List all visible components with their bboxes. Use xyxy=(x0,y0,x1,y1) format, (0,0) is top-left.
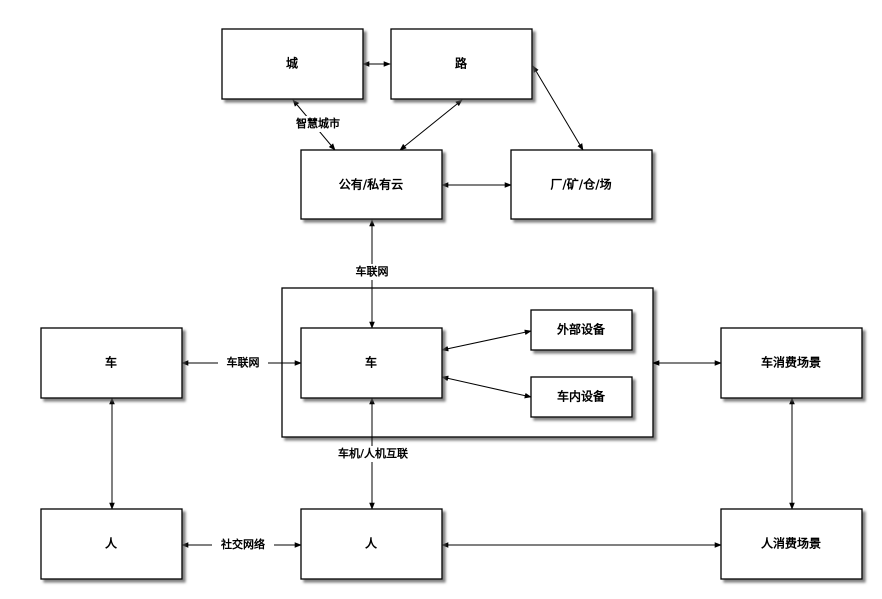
node-factory: 厂/矿/仓/场 xyxy=(510,149,653,220)
node-external-device: 外部设备 xyxy=(530,309,633,351)
node-car-center: 车 xyxy=(300,327,443,399)
svg-text:车内设备: 车内设备 xyxy=(557,389,606,404)
node-road: 路 xyxy=(390,28,533,100)
edge-label-iov-horizontal: 车联网 xyxy=(227,355,260,369)
edge-label-smart-city: 智慧城市 xyxy=(296,116,340,130)
svg-text:公有/私有云: 公有/私有云 xyxy=(339,177,403,192)
node-person-consumer-scene: 人消费场景 xyxy=(720,508,863,580)
edge-road-factory xyxy=(532,65,584,151)
edge-label-hmi: 车机/人机互联 xyxy=(338,446,408,460)
svg-text:车消费场景: 车消费场景 xyxy=(761,355,821,370)
edge-label-social-network: 社交网络 xyxy=(220,537,265,551)
node-person-left: 人 xyxy=(40,508,183,580)
edge-road-cloud xyxy=(399,99,463,151)
node-in-car-device: 车内设备 xyxy=(530,376,633,418)
nodes: 城 路 公有/私有云 厂/矿/仓/场 车 车 外部设备 车内设备 xyxy=(40,28,863,580)
node-car-consumer-scene: 车消费场景 xyxy=(720,327,863,399)
svg-text:城: 城 xyxy=(286,56,298,71)
edge-labels: 智慧城市 车联网 车联网 车机/人机互联 社交网络 xyxy=(212,116,418,553)
svg-text:车: 车 xyxy=(365,355,377,370)
edges xyxy=(109,61,795,548)
node-person-center: 人 xyxy=(300,508,443,580)
edge-car-external-device xyxy=(441,329,532,352)
svg-text:厂/矿/仓/场: 厂/矿/仓/场 xyxy=(550,177,611,192)
svg-text:人消费场景: 人消费场景 xyxy=(761,536,821,551)
node-cloud: 公有/私有云 xyxy=(300,149,443,220)
svg-text:路: 路 xyxy=(455,56,468,71)
edge-label-iov-vertical: 车联网 xyxy=(356,264,389,278)
node-car-left: 车 xyxy=(40,327,183,399)
svg-text:车: 车 xyxy=(105,355,117,370)
svg-text:人: 人 xyxy=(105,536,118,551)
svg-text:人: 人 xyxy=(365,536,378,551)
edge-car-in-car-device xyxy=(441,375,532,399)
node-city: 城 xyxy=(221,28,364,100)
svg-text:外部设备: 外部设备 xyxy=(557,322,606,337)
